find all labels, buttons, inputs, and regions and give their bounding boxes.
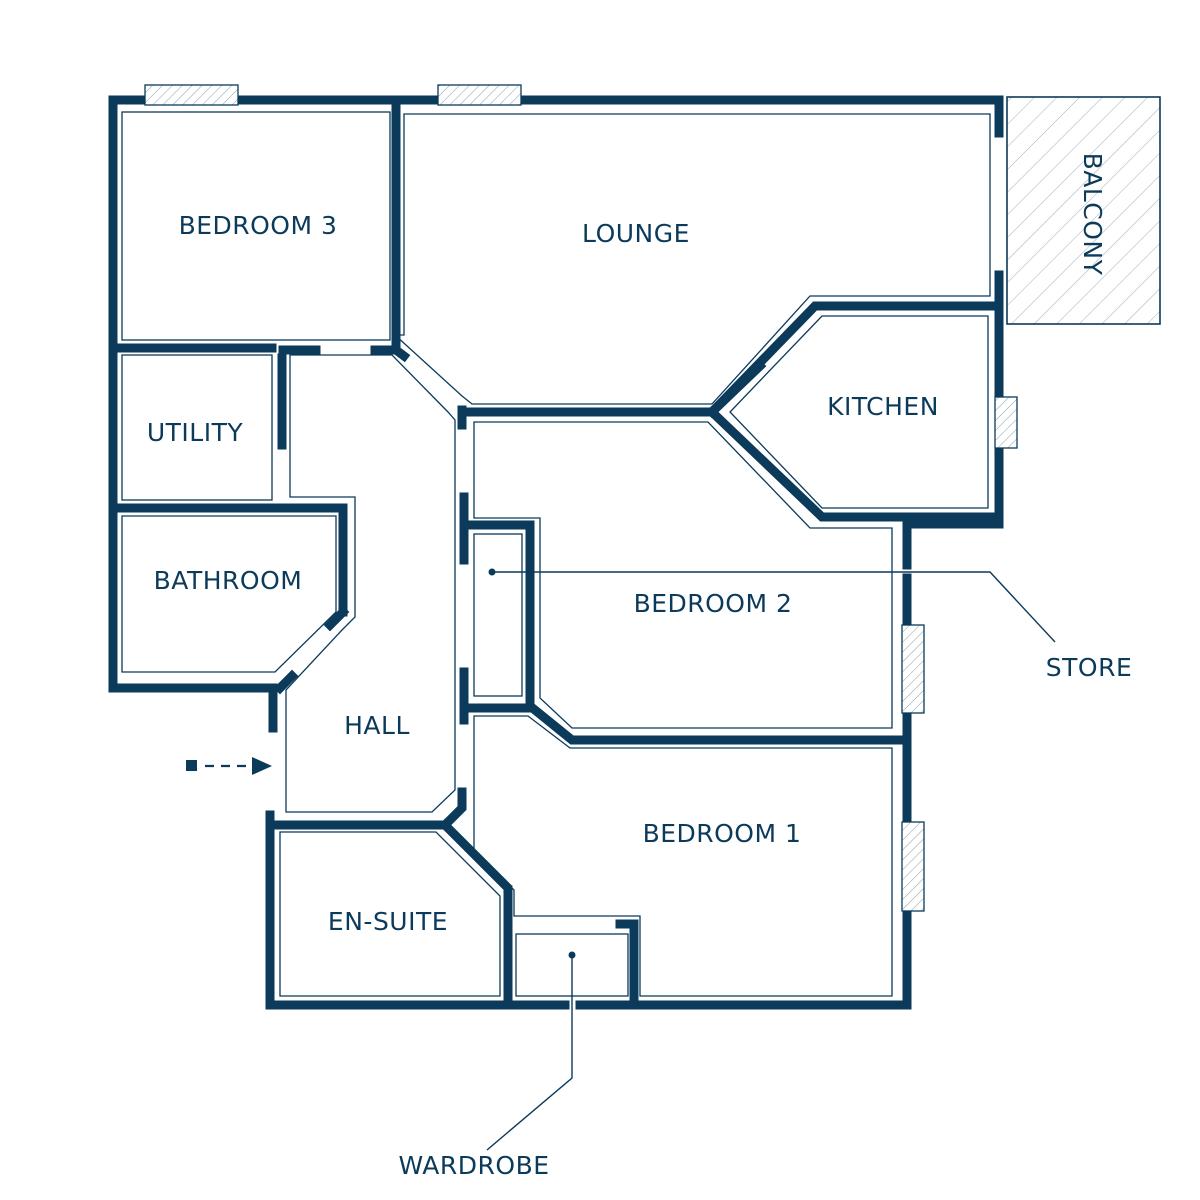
room-label-bedroom1: BEDROOM 1 [643, 819, 802, 848]
windows [144, 84, 1018, 912]
kitchen-outline [729, 315, 989, 509]
window-lounge [437, 84, 522, 106]
room-label-bedroom3: BEDROOM 3 [179, 211, 338, 240]
bedroom2-outline [473, 421, 893, 729]
room-label-bathroom: BATHROOM [154, 566, 303, 595]
room-outlines [121, 111, 991, 997]
walls [108, 95, 1004, 1010]
window-bedroom3 [144, 84, 239, 106]
bathroom-outline [121, 515, 337, 673]
room-label-utility: UTILITY [147, 418, 244, 447]
lounge-outline [393, 113, 991, 405]
room-label-lounge: LOUNGE [582, 219, 690, 248]
window-bedroom2 [901, 624, 925, 714]
balcony-area [1006, 96, 1161, 325]
entrance-arrow-icon [186, 757, 272, 775]
wardrobe-leader [486, 951, 576, 1151]
room-label-ensuite: EN-SUITE [328, 907, 448, 936]
bedroom1-outline [473, 715, 893, 997]
room-label-kitchen: KITCHEN [827, 392, 939, 421]
room-label-wardrobe: WARDROBE [398, 1151, 549, 1180]
room-label-hall: HALL [344, 711, 410, 740]
window-bedroom1 [901, 821, 925, 912]
utility-outline [121, 354, 273, 501]
room-label-store: STORE [1046, 653, 1132, 682]
ensuite-outline [279, 831, 501, 997]
room-label-bedroom2: BEDROOM 2 [634, 589, 793, 618]
store-leader [488, 568, 1056, 643]
room-label-balcony: BALCONY [1078, 153, 1107, 276]
hall-outline [285, 354, 456, 813]
window-kitchen [994, 396, 1018, 449]
store-outline [473, 533, 523, 697]
bedroom3-outline [121, 111, 391, 341]
